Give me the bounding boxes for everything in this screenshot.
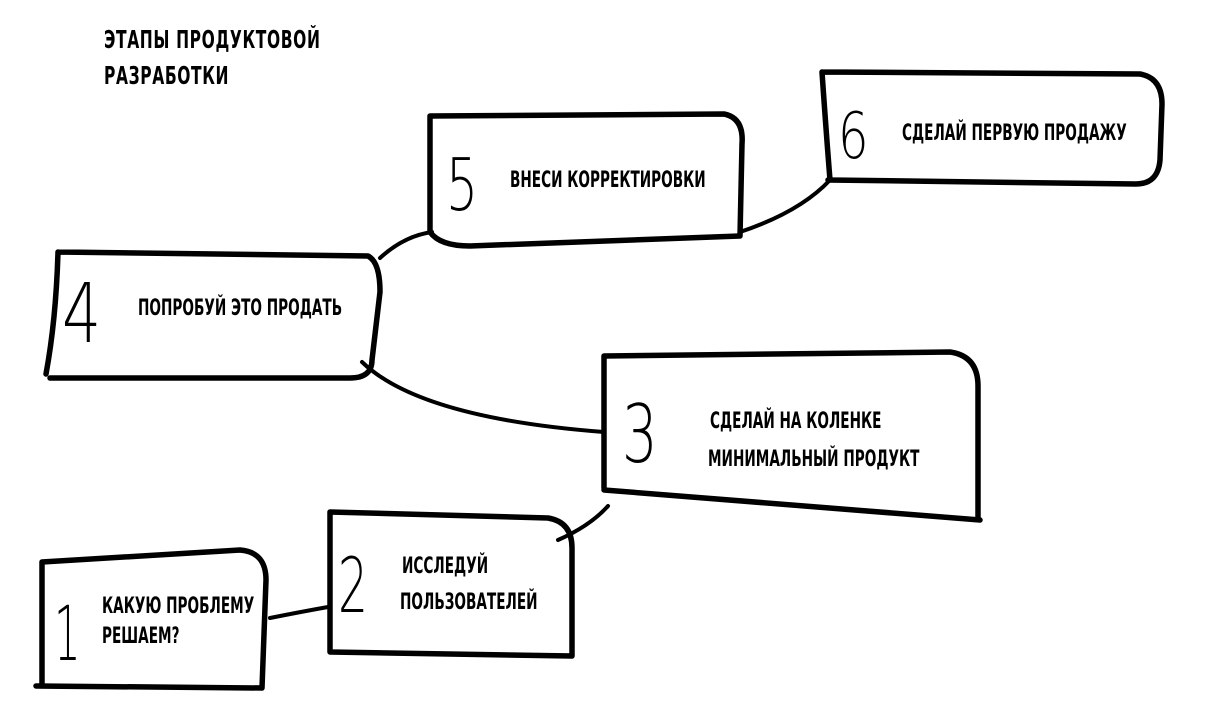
connector-4-5 (378, 230, 434, 260)
diagram-title: Этапы продуктовой разработки (104, 22, 321, 94)
connector-4-3 (360, 360, 606, 434)
step-1-label-line-1: КАКУЮ ПРОБЛЕМУ (102, 594, 254, 619)
step-1-label-line-2: РЕШАЕМ? (102, 624, 180, 649)
step-4-number: 4 (62, 267, 101, 362)
step-3: 3 СДЕЛАЙ НА КОЛЕНКЕ МИНИМАЛЬНЫЙ ПРОДУКТ (601, 349, 983, 523)
step-3-number: 3 (622, 389, 658, 482)
step-3-label-line-1: СДЕЛАЙ НА КОЛЕНКЕ (710, 408, 881, 434)
step-2-frame (327, 509, 575, 659)
step-1-number: 1 (54, 591, 81, 679)
step-1: 1 КАКУЮ ПРОБЛЕМУ РЕШАЕМ? (33, 547, 269, 691)
step-3-frame (601, 349, 983, 523)
step-3-label-line-2: МИНИМАЛЬНЫЙ ПРОДУКТ (708, 446, 920, 472)
step-5-frame (427, 111, 745, 249)
step-4-label-line-1: ПОПРОБУЙ ЭТО ПРОДАТЬ (138, 295, 342, 321)
step-5: 5 ВНЕСИ КОРРЕКТИРОВКИ (427, 111, 745, 249)
diagram-title-line-2: разработки (104, 61, 230, 90)
step-6: 6 СДЕЛАЙ ПЕРВУЮ ПРОДАЖУ (819, 69, 1165, 187)
connector-2-3 (556, 504, 610, 542)
step-4: 4 ПОПРОБУЙ ЭТО ПРОДАТЬ (43, 249, 383, 381)
step-2-number: 2 (338, 541, 368, 630)
connector-1-2 (268, 605, 330, 620)
step-2-label-line-1: ИССЛЕДУЙ (402, 553, 488, 579)
step-6-label-line-1: СДЕЛАЙ ПЕРВУЮ ПРОДАЖУ (902, 120, 1127, 146)
step-5-label-line-1: ВНЕСИ КОРРЕКТИРОВКИ (510, 168, 706, 193)
connector-5-6 (738, 178, 832, 234)
step-2-label-line-2: ПОЛЬЗОВАТЕЛЕЙ (400, 589, 538, 615)
step-4-frame (43, 249, 383, 381)
step-2: 2 ИССЛЕДУЙ ПОЛЬЗОВАТЕЛЕЙ (327, 509, 575, 659)
diagram-title-line-1: Этапы продуктовой (104, 25, 321, 54)
step-6-number: 6 (838, 99, 869, 174)
step-6-frame (819, 69, 1165, 187)
step-5-number: 5 (446, 143, 478, 228)
step-1-frame (33, 547, 269, 691)
